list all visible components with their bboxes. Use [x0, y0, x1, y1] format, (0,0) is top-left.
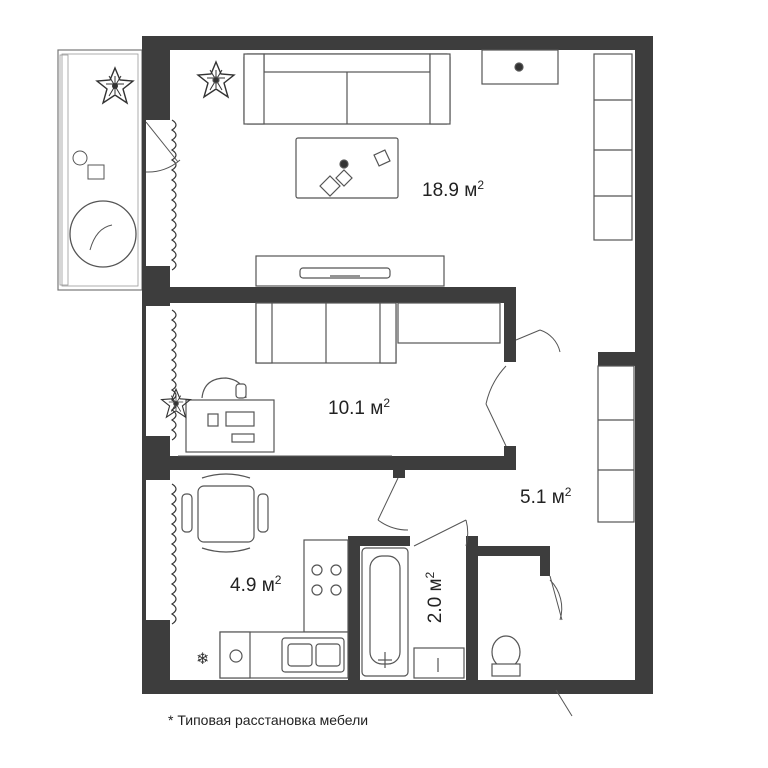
bedroom-door [485, 365, 507, 447]
kitchen-door [377, 477, 409, 531]
plant-icon [96, 67, 134, 104]
sink [413, 647, 465, 679]
work-desk [185, 399, 275, 453]
balcony-door [145, 121, 181, 173]
balcony [57, 49, 143, 291]
bedroom [178, 302, 507, 457]
living-room-area: 18.9 м2 [422, 178, 485, 201]
curtains [170, 119, 177, 625]
hall [515, 329, 635, 717]
shelf [397, 302, 501, 344]
bathroom-door [413, 519, 469, 547]
kitchen: ❄ [161, 388, 409, 679]
coffee-table [295, 137, 399, 199]
bathroom [361, 519, 469, 679]
desk [255, 255, 445, 287]
toilet [491, 635, 521, 677]
round-chair [69, 200, 137, 268]
stove [303, 539, 349, 633]
plant-icon [197, 61, 235, 98]
living-room [197, 49, 633, 287]
small-plant-icon [72, 150, 88, 166]
bedroom-sofa [255, 302, 397, 364]
toilet-room [491, 575, 563, 677]
toilet-door [549, 575, 563, 621]
armchair [201, 377, 247, 399]
side-table [87, 164, 105, 180]
hall-wardrobe [597, 365, 635, 523]
walls [142, 36, 653, 694]
dining-table [161, 388, 269, 553]
kitchen-area: 4.9 м2 [230, 573, 282, 596]
bathroom-area: 2.0 м2 [423, 571, 447, 624]
hall-door [515, 329, 573, 717]
sofa [243, 53, 451, 125]
furniture-footnote: * Типовая расстановка мебели [168, 712, 369, 728]
hall-area: 5.1 м2 [520, 485, 572, 508]
fridge-snowflake-icon: ❄ [196, 649, 209, 668]
bathtub [361, 547, 409, 677]
tv-unit [481, 49, 559, 85]
kitchen-counter [219, 631, 349, 679]
bedroom-area: 10.1 м2 [328, 396, 391, 419]
wardrobe [593, 53, 633, 241]
